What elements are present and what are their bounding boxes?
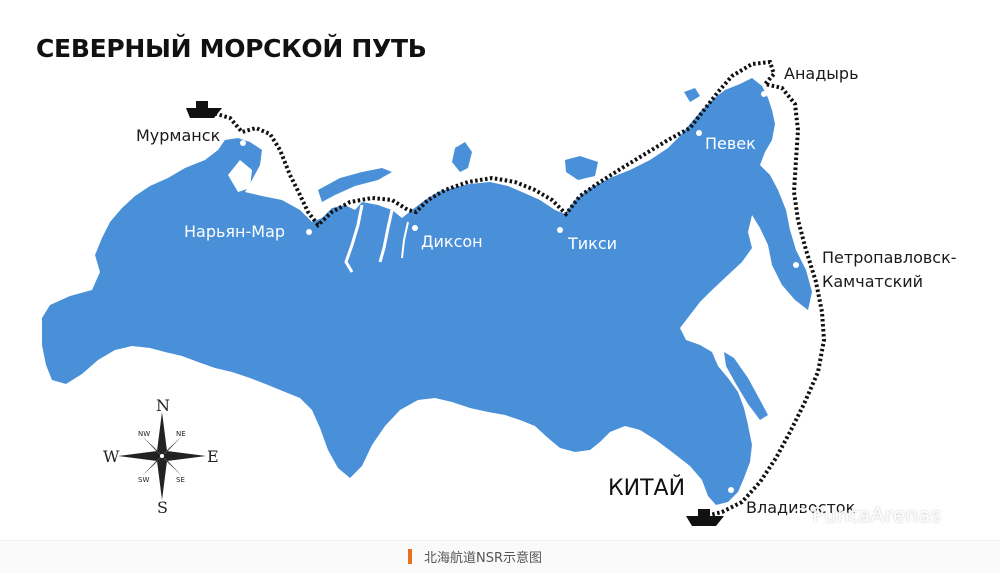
- city-label-dikson: Диксон: [421, 232, 483, 251]
- caption-accent-marker: [408, 549, 412, 564]
- kamchatka-tip: [780, 250, 808, 304]
- severnaya-zemlya: [452, 142, 472, 172]
- ship-icon-murmansk: [186, 101, 222, 118]
- city-label-petropavlovsk-line1: Петропавловск-: [822, 248, 957, 267]
- city-label-tiksi: Тикси: [568, 234, 618, 253]
- compass-ne-label: NE: [176, 430, 186, 438]
- novaya-zemlya: [318, 168, 392, 202]
- sakhalin: [724, 352, 768, 420]
- map-canvas: [42, 59, 827, 526]
- image-caption: 北海航道NSR示意图: [424, 551, 543, 566]
- city-label-pevek: Певек: [705, 134, 756, 153]
- ship-icon-vladivostok: [686, 509, 724, 526]
- new-siberian-islands: [565, 156, 598, 180]
- compass-east-label: E: [207, 447, 219, 466]
- compass-sw-label: SW: [138, 476, 150, 484]
- route-line: [209, 59, 827, 518]
- map-title: СЕВЕРНЫЙ МОРСКОЙ ПУТЬ: [36, 34, 427, 63]
- country-label-china: КИТАЙ: [608, 476, 686, 501]
- compass-south-label: S: [157, 498, 168, 517]
- city-label-petropavlovsk-line2: Камчатский: [822, 272, 924, 291]
- compass-rose-icon: [118, 412, 206, 500]
- watermark-text: PuntaArenas: [812, 503, 942, 527]
- wrangel-island: [684, 88, 700, 102]
- weibo-watermark-icon: [790, 508, 814, 526]
- compass-west-label: W: [103, 447, 120, 466]
- city-label-vladivostok: Владивосток: [746, 498, 856, 517]
- image-caption-bar: 北海航道NSR示意图: [0, 540, 1000, 573]
- compass-north-label: N: [156, 396, 170, 415]
- compass-se-label: SE: [176, 476, 185, 484]
- city-label-murmansk: Мурманск: [136, 126, 221, 145]
- city-label-naryan-mar: Нарьян-Мар: [184, 222, 286, 241]
- compass-nw-label: NW: [138, 430, 151, 438]
- city-label-anadyr: Анадырь: [784, 64, 859, 83]
